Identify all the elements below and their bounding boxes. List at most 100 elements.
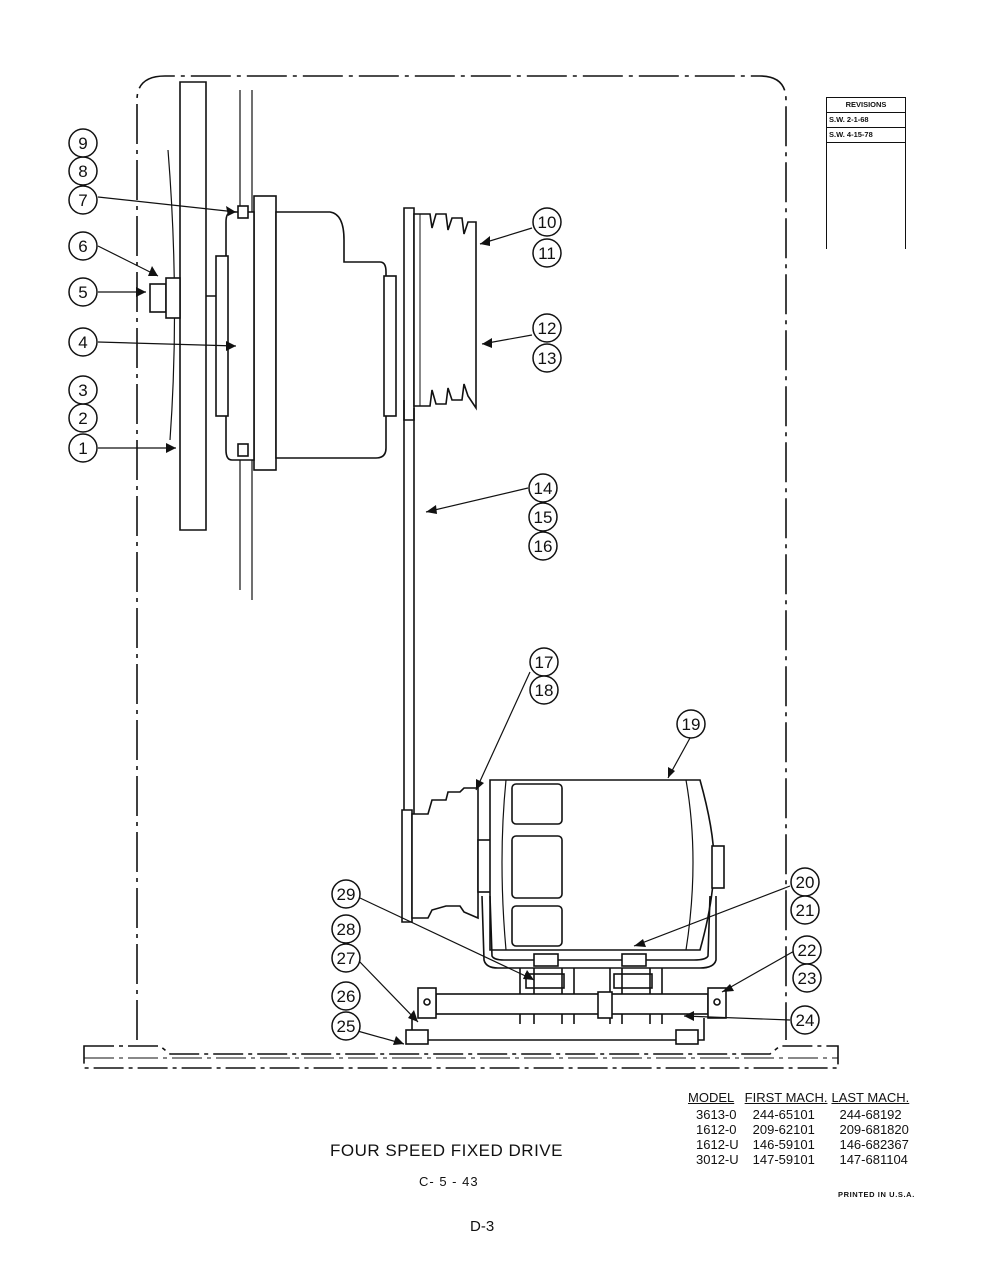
models-table: MODEL FIRST MACH. LAST MACH. 3613-0 244-… bbox=[688, 1090, 915, 1167]
cell-model: 3613-0 bbox=[696, 1107, 737, 1122]
cell-first: 209-62101 bbox=[752, 1122, 815, 1137]
callout-number: 11 bbox=[538, 244, 556, 263]
callout-number: 23 bbox=[798, 969, 817, 988]
callout-13: 13 bbox=[532, 343, 562, 373]
callout-number: 4 bbox=[78, 333, 87, 352]
callout-circle bbox=[532, 207, 562, 237]
callout-24: 24 bbox=[790, 1005, 820, 1035]
gear-housing-flange bbox=[253, 195, 277, 471]
callout-circle bbox=[676, 709, 706, 739]
callout-number: 17 bbox=[535, 653, 554, 672]
drawing-number: C- 5 - 43 bbox=[419, 1174, 479, 1189]
callout-number: 13 bbox=[538, 349, 557, 368]
callout-2: 2 bbox=[68, 403, 98, 433]
callout-20: 20 bbox=[790, 867, 820, 897]
cell-last: 146-682367 bbox=[839, 1137, 909, 1152]
callout-3: 3 bbox=[68, 375, 98, 405]
cell-first: 146-59101 bbox=[752, 1137, 815, 1152]
callout-15: 15 bbox=[528, 502, 558, 532]
cell-model: 1612-U bbox=[696, 1137, 739, 1152]
table-row: 1612-0 209-62101 209-681820 bbox=[688, 1122, 915, 1137]
callout-number: 28 bbox=[337, 920, 356, 939]
callout-1: 1 bbox=[68, 433, 98, 463]
revisions-box: REVISIONS S.W. 2-1-68 S.W. 4-15-78 bbox=[826, 97, 906, 249]
callout-circle bbox=[331, 914, 361, 944]
callout-circle bbox=[529, 675, 559, 705]
callout-circle bbox=[68, 185, 98, 215]
callout-22: 22 bbox=[792, 935, 822, 965]
callout-21: 21 bbox=[790, 895, 820, 925]
callout-number: 3 bbox=[78, 381, 87, 400]
callout-28: 28 bbox=[331, 914, 361, 944]
callout-circle bbox=[792, 963, 822, 993]
drive-disc bbox=[179, 81, 207, 531]
cell-first: 147-59101 bbox=[752, 1152, 815, 1167]
callout-number: 6 bbox=[78, 237, 87, 256]
revisions-header: REVISIONS bbox=[827, 97, 905, 112]
motor-cradle bbox=[481, 895, 717, 969]
upper-pulley bbox=[403, 207, 477, 421]
callout-11: 11 bbox=[532, 238, 562, 268]
callout-number: 21 bbox=[796, 901, 815, 920]
callout-number: 19 bbox=[682, 715, 701, 734]
col-model: MODEL bbox=[688, 1090, 735, 1105]
callout-circle bbox=[790, 1005, 820, 1035]
callout-4: 4 bbox=[68, 327, 98, 357]
callout-circle bbox=[68, 128, 98, 158]
col-first-mach: FIRST MACH. bbox=[744, 1090, 828, 1105]
callout-9: 9 bbox=[68, 128, 98, 158]
callout-circle bbox=[528, 473, 558, 503]
table-row: 3012-U 147-59101 147-681104 bbox=[688, 1152, 915, 1167]
cabinet-outline bbox=[136, 75, 787, 1040]
callout-number: 24 bbox=[796, 1011, 815, 1030]
callout-circle bbox=[532, 238, 562, 268]
callout-number: 14 bbox=[534, 479, 553, 498]
callout-29: 29 bbox=[331, 879, 361, 909]
callout-27: 27 bbox=[331, 943, 361, 973]
callout-circle bbox=[331, 1011, 361, 1041]
callout-number: 25 bbox=[337, 1017, 356, 1036]
callout-circle bbox=[532, 343, 562, 373]
callout-number: 7 bbox=[78, 191, 87, 210]
models-table-header: MODEL FIRST MACH. LAST MACH. bbox=[688, 1090, 915, 1107]
cell-last: 147-681104 bbox=[839, 1152, 908, 1167]
callout-18: 18 bbox=[529, 675, 559, 705]
callout-circle bbox=[331, 943, 361, 973]
callout-6: 6 bbox=[68, 231, 98, 261]
base-plate bbox=[83, 1045, 839, 1069]
callout-5: 5 bbox=[68, 277, 98, 307]
callout-number: 8 bbox=[78, 162, 87, 181]
callout-circle bbox=[68, 433, 98, 463]
callout-circle bbox=[68, 375, 98, 405]
callout-number: 22 bbox=[798, 941, 817, 960]
cell-last: 244-68192 bbox=[839, 1107, 902, 1122]
callout-number: 18 bbox=[535, 681, 554, 700]
callout-number: 2 bbox=[78, 409, 87, 428]
motor bbox=[477, 779, 725, 951]
cell-model: 3012-U bbox=[696, 1152, 739, 1167]
callout-25: 25 bbox=[331, 1011, 361, 1041]
col-last-mach: LAST MACH. bbox=[831, 1090, 910, 1105]
callout-number: 1 bbox=[78, 439, 87, 458]
cell-last: 209-681820 bbox=[839, 1122, 909, 1137]
table-row: 3613-0 244-65101 244-68192 bbox=[688, 1107, 915, 1122]
drawing-title: FOUR SPEED FIXED DRIVE bbox=[330, 1141, 563, 1160]
callout-circle bbox=[532, 313, 562, 343]
callout-number: 5 bbox=[78, 283, 87, 302]
callout-circle bbox=[790, 895, 820, 925]
revision-entry: S.W. 4-15-78 bbox=[827, 127, 905, 143]
revision-entry: S.W. 2-1-68 bbox=[827, 112, 905, 127]
callout-number: 9 bbox=[78, 134, 87, 153]
callout-number: 12 bbox=[538, 319, 557, 338]
callout-number: 26 bbox=[337, 987, 356, 1006]
callout-circle bbox=[331, 879, 361, 909]
callout-19: 19 bbox=[676, 709, 706, 739]
page-number: D-3 bbox=[470, 1218, 495, 1235]
table-row: 1612-U 146-59101 146-682367 bbox=[688, 1137, 915, 1152]
callout-16: 16 bbox=[528, 531, 558, 561]
cell-model: 1612-0 bbox=[696, 1122, 737, 1137]
callout-circle bbox=[68, 231, 98, 261]
mounting-rod bbox=[435, 993, 709, 1015]
callout-number: 29 bbox=[337, 885, 356, 904]
